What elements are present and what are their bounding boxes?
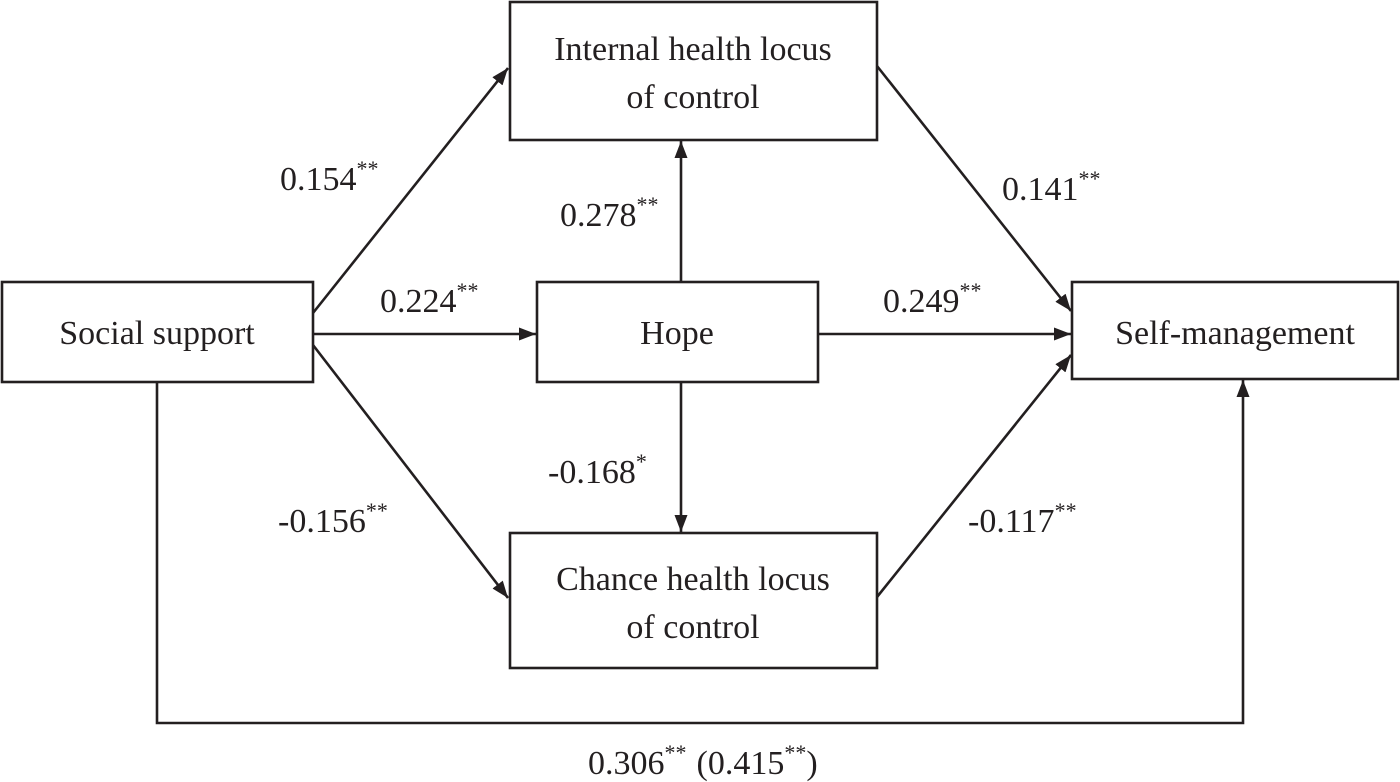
chance-health-locus-label-line-2: of control	[626, 609, 759, 646]
coef-social-support-to-internal: 0.154**	[280, 156, 379, 198]
significance-marker: **	[637, 192, 659, 217]
coef-social-support-to-hope: 0.224**	[380, 278, 479, 320]
significance-marker: **	[366, 498, 388, 523]
hope-node: Hope	[535, 280, 820, 384]
coef-chance-to-self-management: -0.117**	[968, 498, 1077, 540]
chance-health-locus-label-line-1: Chance health locus	[556, 561, 830, 598]
significance-marker: **	[457, 278, 479, 303]
coef-value: -0.156	[278, 503, 366, 540]
arrow-social-support-to-self-management	[155, 380, 1250, 725]
internal-health-locus-box	[508, 0, 879, 142]
chance-health-locus-box	[508, 531, 879, 670]
social-support-box	[0, 280, 315, 384]
coef-hope-to-chance: -0.168*	[548, 449, 647, 491]
significance-marker: **	[1079, 166, 1101, 191]
coef-value: -0.117	[968, 503, 1055, 540]
arrow-internal-to-self-management	[875, 65, 1073, 312]
significance-marker: **	[1055, 498, 1077, 523]
self-management-label: Self-management	[1115, 315, 1355, 352]
arrow-chance-to-self-management	[875, 354, 1073, 598]
hope-label: Hope	[640, 315, 714, 352]
arrow-social-support-to-internal	[311, 67, 510, 314]
coef-value: -0.168	[548, 454, 636, 491]
coef-value: 0.249	[883, 283, 960, 320]
coef-value: 0.278	[560, 197, 637, 234]
coef-hope-to-self-management: 0.249**	[883, 278, 982, 320]
arrow-social-support-to-chance	[311, 344, 510, 599]
coef-value: 0.224	[380, 283, 457, 320]
social-support-node: Social support	[0, 280, 315, 384]
significance-marker: **	[357, 156, 379, 181]
coef-social-support-to-self-management: 0.306**(0.415**)	[588, 740, 818, 782]
coef-value: 0.154	[280, 161, 357, 198]
internal-health-locus-label-line-1: Internal health locus	[554, 31, 832, 68]
coef-internal-to-self-management: 0.141**	[1002, 166, 1101, 208]
internal-health-locus-label-line-2: of control	[626, 79, 759, 116]
paren-significance-marker: **	[784, 740, 806, 765]
internal-health-locus-node: Internal health locus of control	[508, 0, 879, 142]
significance-marker: **	[960, 278, 982, 303]
coef-value: 0.306	[588, 745, 665, 782]
paren-close: )	[806, 745, 817, 782]
hope-box	[535, 280, 820, 384]
coef-social-support-to-chance: -0.156**	[278, 498, 388, 540]
coef-hope-to-internal: 0.278**	[560, 192, 659, 234]
self-management-box	[1070, 280, 1400, 381]
paren-open: (	[697, 745, 708, 782]
social-support-label: Social support	[59, 315, 255, 352]
paren-coef-value: 0.415	[708, 745, 785, 782]
self-management-node: Self-management	[1070, 280, 1400, 381]
chance-health-locus-node: Chance health locus of control	[508, 531, 879, 670]
coef-value: 0.141	[1002, 171, 1079, 208]
significance-marker: **	[665, 740, 687, 765]
significance-marker: *	[636, 449, 647, 474]
